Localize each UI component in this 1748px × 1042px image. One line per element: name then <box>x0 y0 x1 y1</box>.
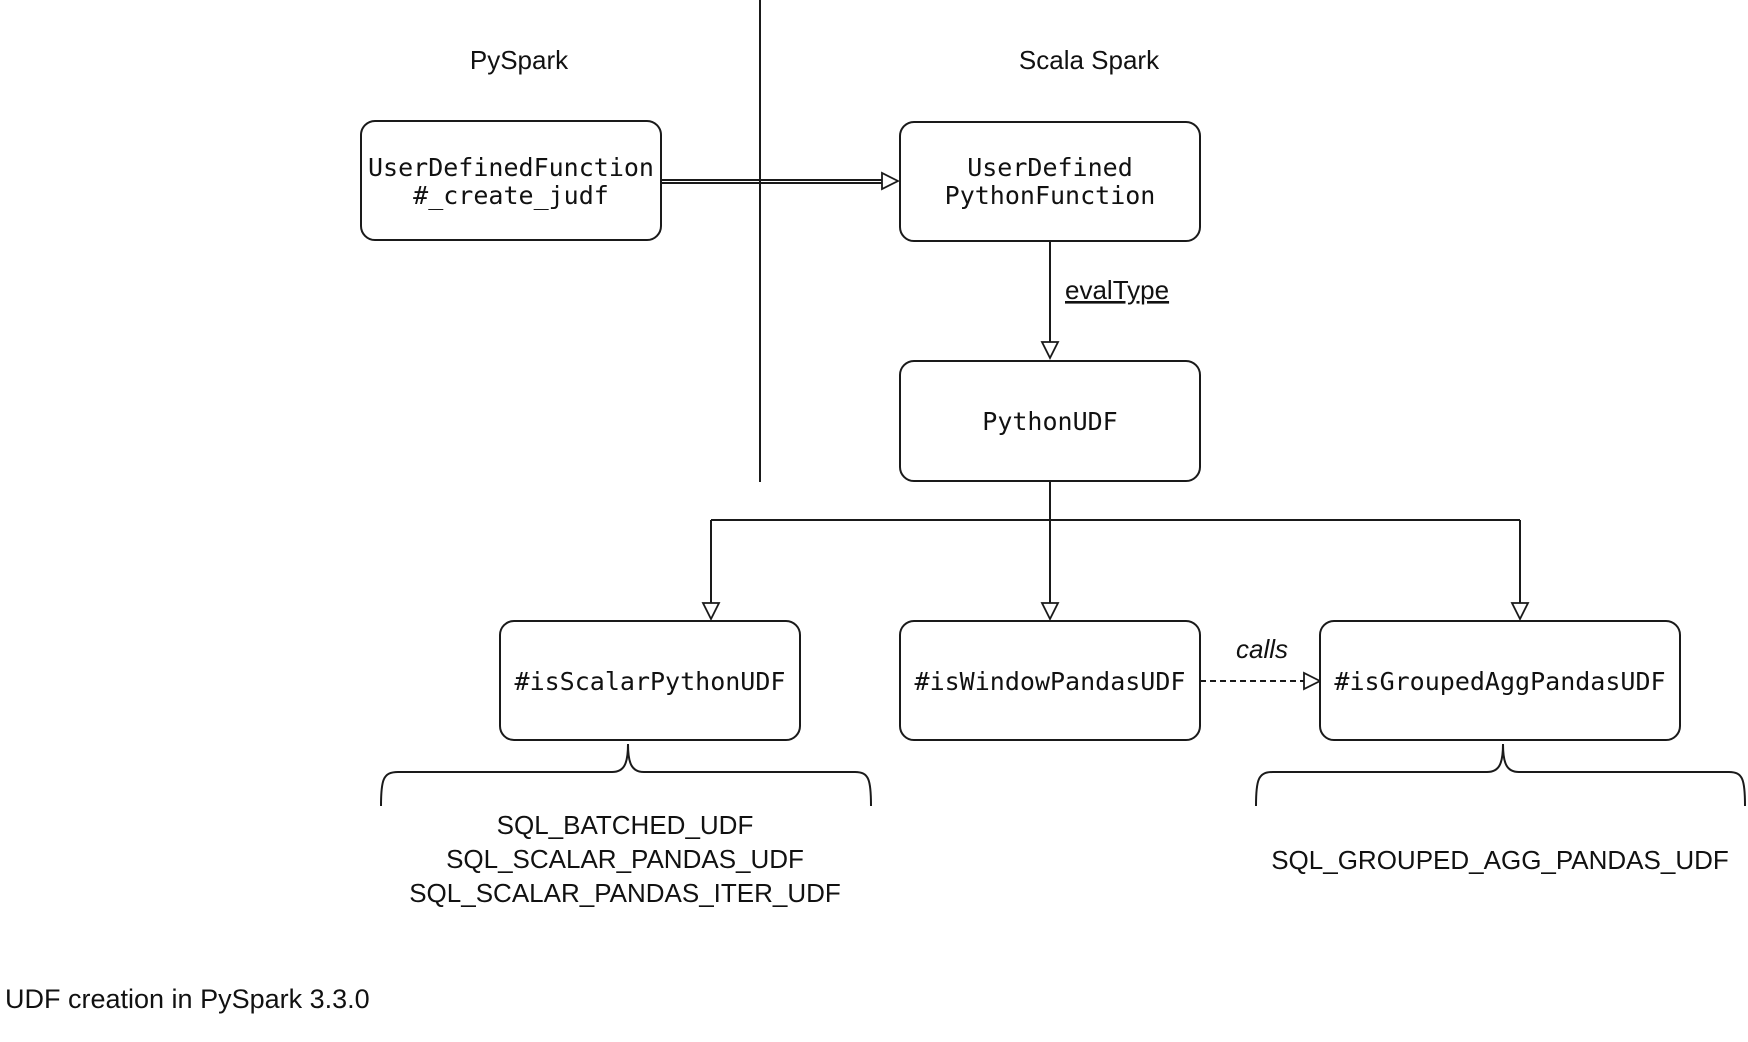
node-create-judf: UserDefinedFunction #_create_judf <box>360 120 662 241</box>
eval-type-item: SQL_BATCHED_UDF <box>497 810 754 840</box>
node-is-grouped-agg-pandas-udf: #isGroupedAggPandasUDF <box>1319 620 1681 741</box>
node-userdefined-line-1: UserDefined <box>967 153 1133 182</box>
node-python-udf-label: PythonUDF <box>982 407 1117 436</box>
eval-type-item: SQL_SCALAR_PANDAS_UDF <box>446 844 804 874</box>
diagram-caption: UDF creation in PySpark 3.3.0 <box>5 984 370 1014</box>
arrowhead <box>881 171 901 191</box>
grouped-agg-brace <box>1255 743 1746 807</box>
node-is-grouped-agg-pandas-udf-label: #isGroupedAggPandasUDF <box>1334 667 1665 696</box>
pyspark-section-title: PySpark <box>470 45 569 75</box>
edge-window-calls-grouped-agg <box>1200 671 1323 691</box>
arrowhead <box>1040 341 1060 361</box>
node-is-window-pandas-udf-label: #isWindowPandasUDF <box>915 667 1186 696</box>
node-create-judf-line-2: #_create_judf <box>413 181 609 210</box>
scala-spark-section-title: Scala Spark <box>1019 45 1160 75</box>
calls-edge-label: calls <box>1236 634 1288 664</box>
node-create-judf-line-1: UserDefinedFunction <box>368 153 654 182</box>
arrowhead <box>1303 671 1323 691</box>
node-is-window-pandas-udf: #isWindowPandasUDF <box>899 620 1201 741</box>
grouped-agg-eval-types: SQL_GROUPED_AGG_PANDAS_UDF <box>1271 845 1729 875</box>
node-user-defined-python-function: UserDefined PythonFunction <box>899 121 1201 242</box>
eval-type-item: SQL_GROUPED_AGG_PANDAS_UDF <box>1271 845 1729 875</box>
node-userdefined-line-2: PythonFunction <box>945 181 1156 210</box>
arrowhead <box>1510 602 1530 622</box>
eval-type-item: SQL_SCALAR_PANDAS_ITER_UDF <box>409 878 841 908</box>
node-python-udf: PythonUDF <box>899 360 1201 482</box>
node-is-scalar-python-udf: #isScalarPythonUDF <box>499 620 801 741</box>
node-is-scalar-python-udf-label: #isScalarPythonUDF <box>515 667 786 696</box>
arrowhead <box>1040 602 1060 622</box>
edge-userdefined-to-pythonudf <box>1040 241 1060 361</box>
evaltype-edge-label: evalType <box>1065 275 1169 305</box>
scalar-brace <box>380 743 872 807</box>
edge-pythonudf-branches <box>701 481 1530 622</box>
scalar-eval-types: SQL_BATCHED_UDF SQL_SCALAR_PANDAS_UDF SQ… <box>409 810 841 908</box>
edge-create-judf-to-userdefined <box>661 171 901 191</box>
arrowhead <box>701 602 721 622</box>
